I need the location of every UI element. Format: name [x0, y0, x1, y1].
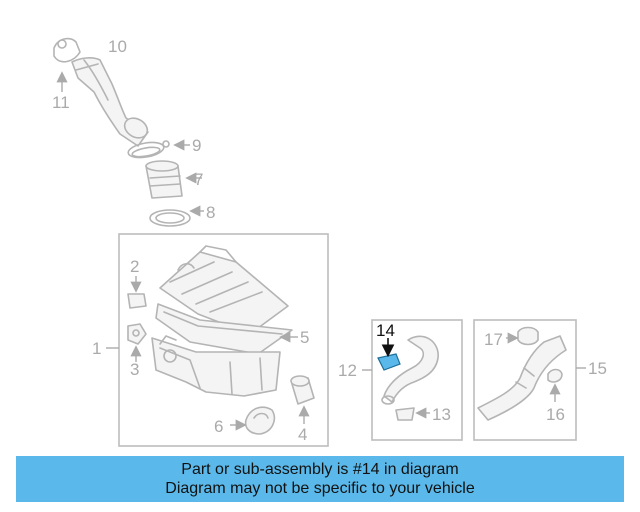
label-12: 12 — [338, 361, 357, 380]
parts-diagram: 10 11 9 7 8 2 1 3 5 6 4 14 12 13 17 15 1… — [52, 37, 607, 447]
banner-line-part-number: Part or sub-assembly is #14 in diagram — [181, 461, 459, 478]
assembly-box-1 — [118, 233, 329, 447]
clamp-part-11 — [53, 37, 81, 92]
clamp-part-9 — [127, 139, 190, 159]
label-4: 4 — [298, 425, 307, 444]
gasket-part-8 — [149, 205, 204, 227]
banner-line-disclaimer: Diagram may not be specific to your vehi… — [165, 480, 475, 497]
label-1: 1 — [92, 339, 101, 358]
air-cleaner-upper-housing — [159, 245, 289, 335]
label-9: 9 — [192, 136, 201, 155]
clip-part-16 — [547, 368, 563, 402]
intake-duct-part-10 — [71, 57, 149, 147]
info-banner: Part or sub-assembly is #14 in diagram D… — [16, 456, 624, 502]
assembly-box-15 — [473, 319, 577, 441]
label-17: 17 — [484, 330, 503, 349]
label-15: 15 — [588, 359, 607, 378]
clip-part-13 — [395, 407, 430, 421]
label-16: 16 — [546, 405, 565, 424]
label-6: 6 — [214, 417, 223, 436]
label-7: 7 — [194, 170, 203, 189]
hose-part-4 — [290, 375, 315, 424]
label-8: 8 — [206, 203, 215, 222]
air-cleaner-lower-housing — [151, 335, 281, 397]
label-5: 5 — [300, 328, 309, 347]
clip-part-14-highlighted[interactable] — [377, 338, 401, 371]
label-14[interactable]: 14 — [376, 321, 395, 340]
label-11: 11 — [52, 93, 70, 112]
bracket-part-3 — [127, 323, 147, 362]
label-13: 13 — [432, 405, 451, 424]
airflow-sensor-part-7 — [145, 160, 202, 199]
duct-part-6 — [230, 406, 276, 435]
hose-part-15 — [477, 335, 567, 421]
label-2: 2 — [130, 257, 139, 276]
label-3: 3 — [130, 360, 139, 379]
clamp-part-17 — [506, 326, 539, 346]
label-10: 10 — [108, 37, 127, 56]
assembly-box-12 — [371, 319, 463, 441]
resonator-duct — [381, 335, 439, 405]
bushing-part-2 — [127, 276, 147, 309]
